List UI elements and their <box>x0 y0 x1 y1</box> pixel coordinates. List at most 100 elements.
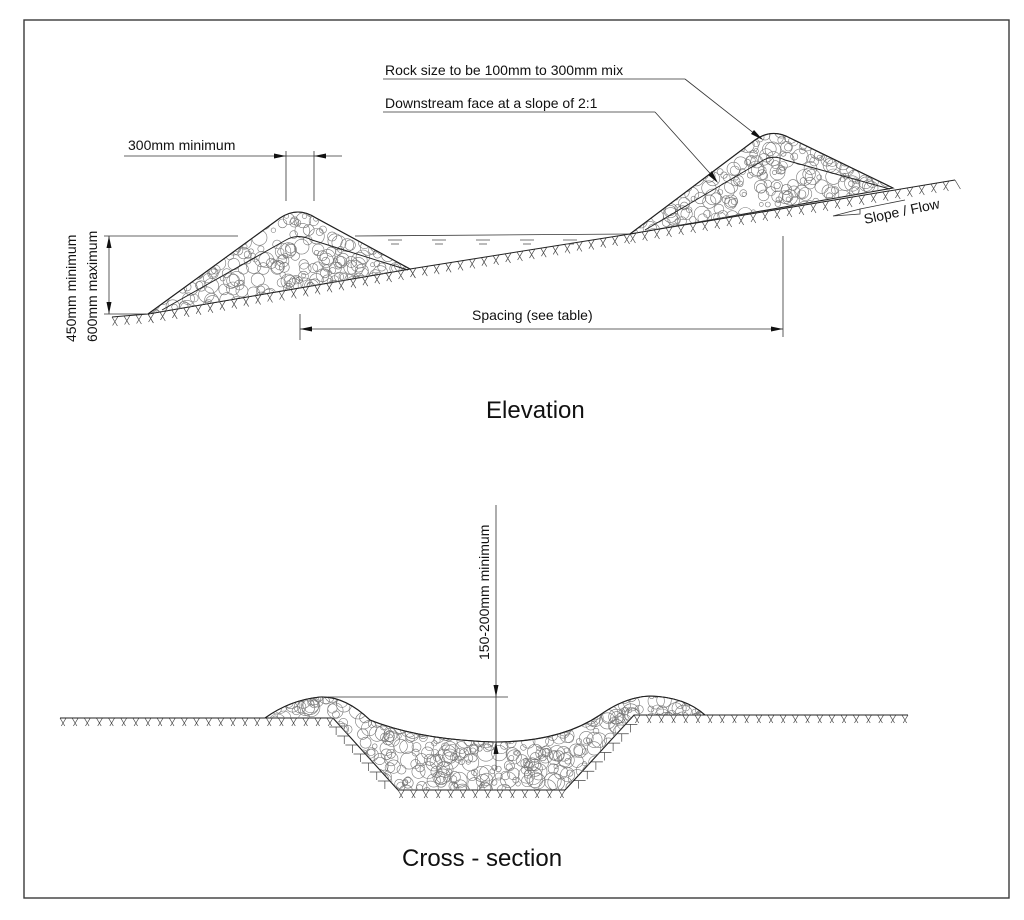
rock-texture <box>661 145 675 159</box>
rock-texture <box>689 216 697 224</box>
rock-texture <box>878 149 889 160</box>
rock-texture <box>560 703 574 716</box>
rock-texture <box>303 296 320 313</box>
rock-texture <box>345 749 358 763</box>
ground-hatch-mark <box>434 789 441 799</box>
rock-texture <box>520 758 531 769</box>
rock-texture <box>843 135 849 141</box>
rock-texture <box>471 768 479 776</box>
rock-texture <box>467 777 482 790</box>
rock-texture <box>350 257 366 273</box>
rock-texture <box>686 783 702 790</box>
rock-texture <box>522 725 537 740</box>
ground-hatch-mark <box>791 714 798 724</box>
ground-hatch-mark <box>436 789 442 799</box>
rock-texture <box>371 228 385 242</box>
rock-texture <box>287 721 304 738</box>
rock-texture <box>775 224 788 234</box>
rock-texture <box>246 226 257 236</box>
rock-texture <box>428 696 436 701</box>
ground-hatch-mark <box>541 247 548 257</box>
rock-texture <box>698 152 714 168</box>
rock-texture <box>487 735 493 741</box>
rock-texture <box>219 306 237 314</box>
ground-hatch-mark <box>168 717 175 727</box>
rock-texture <box>774 200 782 207</box>
ground-hatch-mark <box>702 220 709 231</box>
ground-hatch-mark <box>109 717 115 727</box>
rock-texture <box>458 758 465 766</box>
ground-hatch-mark <box>718 714 725 724</box>
ground-hatch-mark <box>410 789 416 799</box>
rock-texture <box>668 133 677 140</box>
rock-texture <box>270 731 283 744</box>
rock-texture <box>230 305 243 314</box>
depth-label: 150-200mm minimum <box>476 525 492 660</box>
ground-hatch-mark <box>410 267 417 278</box>
rock-texture <box>265 257 277 269</box>
ground-hatch-mark <box>781 714 787 724</box>
ground-hatch-mark <box>399 789 405 799</box>
rock-texture <box>454 741 468 754</box>
rock-texture <box>802 167 816 181</box>
rock-texture <box>359 736 372 749</box>
rock-texture <box>319 772 328 781</box>
rock-texture <box>678 169 692 184</box>
rock-texture <box>746 172 754 179</box>
rock-texture <box>331 235 347 251</box>
rock-texture <box>789 224 803 234</box>
rock-texture <box>812 210 823 221</box>
rock-texture <box>320 268 330 279</box>
rock-texture <box>356 293 362 299</box>
rock-texture <box>280 242 297 259</box>
ground-hatch-mark <box>471 789 478 799</box>
rock-texture <box>442 748 458 764</box>
rock-texture <box>430 709 442 722</box>
rock-texture <box>156 234 162 240</box>
rock-texture <box>298 787 305 790</box>
ground-hatch-mark <box>954 179 961 190</box>
rock-texture <box>764 201 771 208</box>
rock-texture <box>629 745 643 759</box>
rock-texture <box>638 763 644 769</box>
ground-hatch-mark <box>858 194 866 205</box>
rock-texture <box>381 220 389 228</box>
rock-texture <box>620 706 630 716</box>
ground-hatch-mark <box>895 188 902 199</box>
rock-texture <box>659 747 667 755</box>
trench-wall-hatch <box>369 771 382 780</box>
downstream-face-callout: Downstream face at a slope of 2:1 <box>383 95 718 183</box>
rock-texture <box>258 307 269 314</box>
rock-texture <box>558 716 575 733</box>
rock-texture <box>291 741 309 759</box>
rock-texture <box>506 696 519 701</box>
rock-texture <box>458 703 471 715</box>
rock-texture <box>853 133 860 138</box>
rock-texture <box>383 696 396 702</box>
ground-hatch-mark <box>496 789 503 799</box>
rock-texture <box>472 724 485 738</box>
ground-hatch-mark <box>241 717 248 727</box>
rock-texture <box>197 212 208 215</box>
rock-texture <box>355 249 371 264</box>
ground-hatch-mark <box>447 789 453 799</box>
rock-texture <box>148 269 150 278</box>
ground-hatch-mark <box>473 789 479 799</box>
rock-texture <box>328 751 343 766</box>
ground-hatch-mark <box>645 714 652 724</box>
rock-texture <box>873 156 885 168</box>
rock-texture <box>803 161 818 175</box>
rock-texture <box>520 744 527 751</box>
rock-texture <box>177 243 192 258</box>
rock-texture <box>399 739 414 754</box>
ground-hatch-mark <box>817 714 824 724</box>
rock-texture <box>174 212 181 216</box>
rock-texture <box>857 137 868 149</box>
rock-texture <box>886 222 893 233</box>
ground-hatch-mark <box>218 717 225 727</box>
rock-texture <box>383 696 399 709</box>
rock-texture <box>704 153 714 162</box>
rock-texture <box>353 696 360 699</box>
rock-texture <box>385 729 395 739</box>
rock-texture <box>591 732 607 748</box>
